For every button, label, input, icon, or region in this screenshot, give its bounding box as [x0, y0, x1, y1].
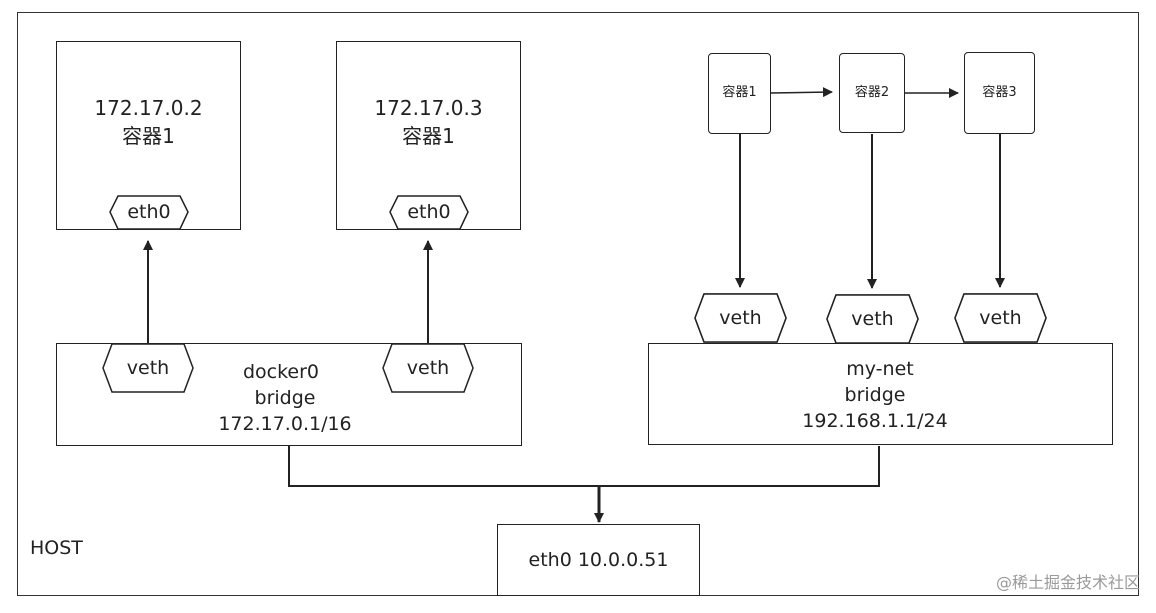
mynet-veth-2-label: veth [851, 308, 894, 330]
mynet-container-2 [839, 53, 905, 133]
veth-right-hex-overlay [382, 343, 474, 393]
mynet-veth-2-hex-overlay [826, 294, 919, 344]
mynet-name: my-net [846, 358, 914, 380]
docker0-name: docker0 [242, 361, 320, 383]
mynet-container-1-label: 容器1 [722, 85, 757, 100]
mynet-bridge-box [648, 343, 1113, 445]
mynet-type: bridge [844, 384, 906, 406]
link-mynet-to-host [599, 446, 880, 487]
mynet-container-3 [964, 52, 1035, 134]
container-a-ip: 172.17.0.2 [94, 96, 203, 120]
docker0-type: bridge [254, 387, 316, 409]
mynet-subnet: 192.168.1.1/24 [802, 410, 948, 432]
veth-left-label: veth [126, 357, 170, 379]
docker0-subnet: 172.17.0.1/16 [218, 413, 352, 435]
eth0-b-hex-overlay [389, 195, 469, 230]
host-eth0-label: eth0 10.0.0.51 [528, 549, 669, 571]
veth-right-label: veth [406, 357, 450, 379]
container-b-name: 容器1 [402, 124, 455, 148]
eth0-a-label-overlay: eth0 [127, 201, 171, 223]
mynet-container-3-label: 容器3 [982, 85, 1017, 100]
mynet-veth-1-label: veth [719, 307, 762, 329]
mynet-veth-3-hex-overlay [954, 293, 1047, 343]
host-eth0-box [497, 524, 700, 596]
eth0-a-hex-overlay [109, 195, 189, 230]
eth0-b-label-overlay: eth0 [407, 201, 451, 223]
mynet-container-2-label: 容器2 [854, 85, 890, 100]
veth-left-hex-overlay [102, 343, 194, 393]
container-b-ip: 172.17.0.3 [374, 96, 483, 120]
link-c1-to-c2 [770, 87, 833, 98]
mynet-veth-1-hex-overlay [694, 293, 787, 343]
mynet-veth-3-label: veth [979, 307, 1022, 329]
host-label: HOST [30, 537, 83, 559]
container-a-name: 容器1 [122, 124, 175, 148]
watermark: @稀土掘金技术社区 [995, 573, 1140, 592]
link-docker0-to-host [288, 446, 599, 487]
mynet-container-1 [708, 53, 771, 134]
